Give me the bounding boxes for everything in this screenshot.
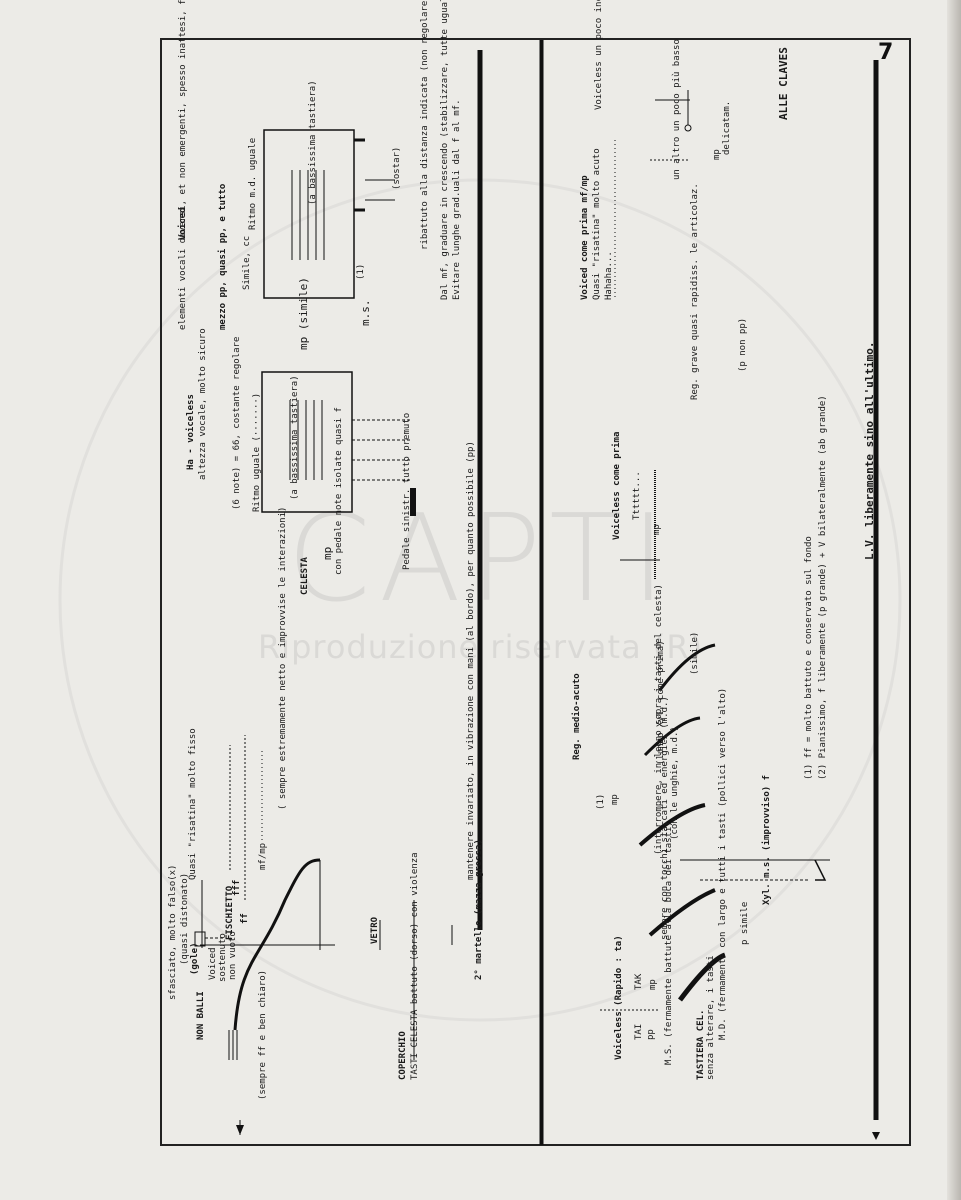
score-label: (1) xyxy=(596,793,606,810)
score-label: delicatam. xyxy=(722,100,732,155)
score-label: (gole) xyxy=(190,942,200,975)
score-label: Ha - voiceless xyxy=(186,394,196,470)
score-label: COPERCHIO xyxy=(398,1031,408,1080)
score-label: (p non pp) xyxy=(738,317,748,372)
score-label: con pedale note isolate quasi f xyxy=(334,407,344,575)
score-label: mp xyxy=(610,794,620,805)
score-label: Pedale sinistr. tutto premuto xyxy=(402,412,412,570)
score-label: (1) ff = molto battuto e conservato sul … xyxy=(804,536,814,780)
score-label: Quasi "risatina" molto fisso xyxy=(188,728,198,880)
score-label: Ritmo m.d. uguale xyxy=(248,137,258,230)
score-label: ff xyxy=(240,913,250,924)
score-label: m.s. xyxy=(359,299,372,327)
score-label: sostenuto xyxy=(218,933,228,982)
score-label: Evitare lunghe grad.uali dal f al mf. xyxy=(452,99,462,300)
score-label: un altro un poco più basso xyxy=(672,39,682,180)
score-label: (lungo Xyl. come prima) xyxy=(656,640,666,765)
score-label: sfasciato, molto falso(x) xyxy=(168,864,178,1000)
score-label: mp (simile) xyxy=(297,277,310,350)
score-label: Voiceless (Rapido : ta) xyxy=(614,935,624,1060)
score-label: Reg. grave quasi rapidiss. le articolaz. xyxy=(690,183,700,400)
score-label: Xyl. m.s. (improvviso) f xyxy=(762,774,772,905)
score-label: senza alterare, i tasti xyxy=(706,955,716,1080)
score-label: Voiceless un poco incerto xyxy=(594,0,604,110)
score-label: mp xyxy=(648,979,658,990)
score-label: ( sempre estremamente netto e improvvise… xyxy=(278,506,288,810)
score-label: Dal mf, graduare in crescendo (stabilizz… xyxy=(440,0,450,300)
page-number: 7 xyxy=(878,40,894,65)
score-label: altezza vocale, molto sicuro xyxy=(198,328,208,480)
score-label: mantenere invariato, in vibrazione con m… xyxy=(466,441,476,880)
score-label: CELESTA xyxy=(300,557,310,595)
score-label: (quasi distonato) xyxy=(180,872,190,965)
score-label: (sostar) xyxy=(392,146,402,190)
score-label: ALLE CLAVES xyxy=(777,47,790,120)
score-frame xyxy=(160,38,911,1146)
score-label: elementi vocali diversi, et non emergent… xyxy=(178,0,188,330)
score-label: (1) xyxy=(356,263,366,280)
score-label: Voiced come prima mf/mp xyxy=(580,175,590,300)
score-label: NON BALLI xyxy=(196,991,206,1040)
score-label: Quasi "risatina" molto acuto xyxy=(592,148,602,300)
score-label: TASTI CELESTA battuto (dorso) con violen… xyxy=(410,852,420,1080)
score-label: Voiced xyxy=(208,947,218,980)
score-label: (con le unghie, m.d.) xyxy=(670,726,680,840)
score-label: Tttttt... xyxy=(632,471,642,520)
score-label: TAK xyxy=(634,973,644,990)
score-label: mp xyxy=(321,546,334,560)
score-label: Voiced xyxy=(178,207,188,240)
score-label: mf/mp xyxy=(258,842,268,870)
score-label: TAI xyxy=(634,1023,644,1040)
score-label: (sempre ff e ben chiaro) xyxy=(258,969,268,1100)
score-label: Hahaha... xyxy=(604,251,614,300)
score-label: TASTIERA CEL. xyxy=(696,1009,706,1080)
score-label: p simile xyxy=(740,901,750,945)
score-label: mezzo pp, quasi pp, e tutto xyxy=(218,183,228,330)
score-label: Voiceless come prima xyxy=(612,431,622,540)
score-label: (a bassissima tastiera) xyxy=(308,80,318,205)
score-label: (6 note) = 66, costante regolare xyxy=(232,336,242,510)
score-label: mp xyxy=(712,149,722,160)
score-label: (2) Pianissimo, f liberamente (p grande)… xyxy=(818,395,828,780)
score-label: M.D. (fermamente con largo e tutti i tas… xyxy=(718,687,728,1040)
score-label: ribattuto alla distanza indicata (non re… xyxy=(420,0,430,250)
score-label: mp xyxy=(652,524,662,535)
score-label: Ritmo uguale (·······) xyxy=(252,392,262,512)
score-label: Simile, cc xyxy=(242,235,252,290)
score-label: fff xyxy=(232,879,242,896)
scan-edge xyxy=(947,0,961,1200)
score-label: pp xyxy=(646,1029,656,1040)
score-label: Reg. medio-acuto xyxy=(572,673,582,760)
score-label: (a bassissima tastiera) xyxy=(290,375,300,500)
score-label: VETRO xyxy=(370,916,380,944)
score-label: (simile) xyxy=(690,631,700,675)
score-label: L.V. liberamente sino all'ultimo. xyxy=(863,341,876,560)
